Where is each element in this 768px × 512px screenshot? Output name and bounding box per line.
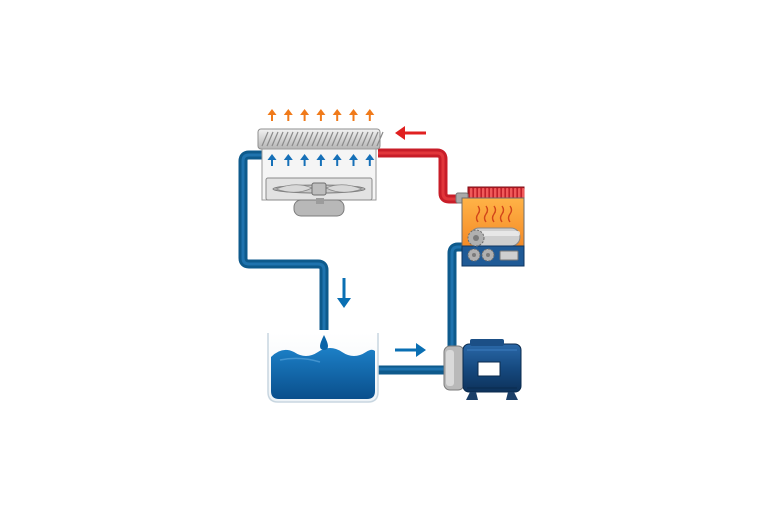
gear-icon	[467, 229, 495, 262]
air-up-arrow-icon	[300, 154, 310, 166]
heater-coil-segments	[470, 188, 525, 198]
fin-line	[281, 131, 289, 147]
heat-up-arrow-icon	[365, 109, 375, 121]
fin-line	[321, 131, 329, 147]
cooler-fins	[261, 131, 384, 147]
fin-line	[336, 131, 344, 147]
fin-line	[346, 131, 354, 147]
heat-exhaust-arrows	[267, 109, 375, 121]
fin-line	[296, 131, 304, 147]
fin-line	[301, 131, 309, 147]
hot-pipe-network	[378, 148, 462, 204]
centrifugal-pump	[443, 339, 522, 400]
coil-segment	[494, 188, 497, 198]
coil-segment	[510, 188, 513, 198]
air-up-arrow-icon	[283, 154, 293, 166]
coil-segment	[518, 188, 521, 198]
cooler-fin-block	[257, 128, 381, 150]
fin-line	[331, 131, 339, 147]
heat-up-arrow-icon	[267, 109, 277, 121]
heat-wave-icon	[475, 205, 513, 223]
fin-line	[261, 131, 269, 147]
fin-line	[266, 131, 274, 147]
fin-line	[276, 131, 284, 147]
coil-segment	[502, 188, 505, 198]
hot-return-arrow-icon	[395, 126, 426, 140]
heated-machine	[455, 186, 525, 267]
coil-segment	[522, 188, 525, 198]
fin-line	[351, 131, 359, 147]
fin-line	[271, 131, 279, 147]
fan-icon	[272, 182, 366, 196]
water-tank	[267, 333, 379, 403]
coil-segment	[506, 188, 509, 198]
air-up-arrow-icon	[267, 154, 277, 166]
fin-line	[366, 131, 374, 147]
coil-segment	[470, 188, 473, 198]
heat-up-arrow-icon	[332, 109, 342, 121]
fin-line	[361, 131, 369, 147]
heat-up-arrow-icon	[349, 109, 358, 121]
fin-line	[306, 131, 314, 147]
air-cooler	[257, 109, 384, 217]
coil-segment	[486, 188, 489, 198]
coil-segment	[514, 188, 517, 198]
coil-segment	[490, 188, 493, 198]
air-up-arrow-icon	[365, 154, 375, 166]
coil-segment	[474, 188, 477, 198]
fin-line	[316, 131, 324, 147]
fin-line	[341, 131, 349, 147]
heat-up-arrow-icon	[316, 109, 326, 121]
coil-segment	[478, 188, 481, 198]
fin-line	[311, 131, 319, 147]
fin-line	[356, 131, 364, 147]
fin-line	[286, 131, 294, 147]
hot-pipe-machine-to-cooler	[378, 148, 462, 204]
pump-nameplate	[477, 361, 501, 377]
tank-water	[271, 348, 375, 399]
fin-line	[371, 131, 379, 147]
coil-segment	[482, 188, 485, 198]
heat-up-arrow-icon	[283, 109, 293, 121]
air-up-arrow-icon	[316, 154, 326, 166]
pump-in-arrow-icon	[395, 343, 426, 357]
air-up-arrow-icon	[332, 154, 342, 166]
fin-line	[326, 131, 334, 147]
air-up-arrow-icon	[349, 154, 358, 166]
machine-control-panel	[499, 250, 519, 261]
cooling-air-arrows	[267, 154, 375, 166]
fin-line	[376, 131, 384, 147]
heat-up-arrow-icon	[300, 109, 310, 121]
fin-line	[291, 131, 299, 147]
water-drop-icon	[320, 335, 328, 350]
coil-segment	[498, 188, 501, 198]
cold-pipe-network	[238, 150, 464, 375]
drain-down-arrow-icon	[337, 278, 351, 308]
